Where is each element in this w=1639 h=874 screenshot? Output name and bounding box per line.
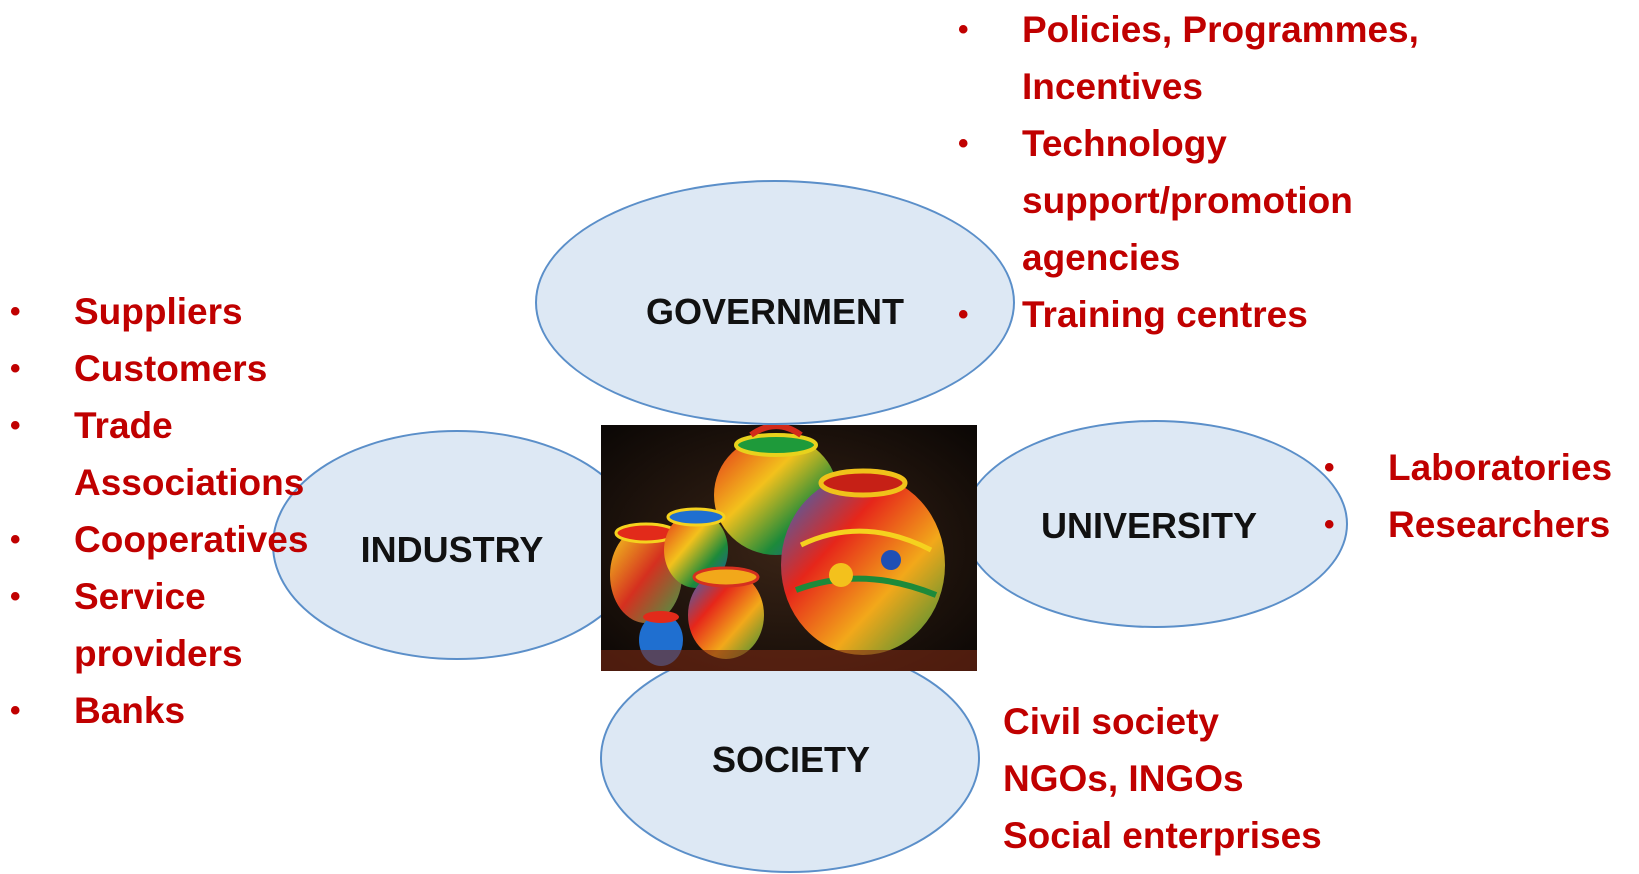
industry-list: •Suppliers •Customers •Trade Association… [6,283,366,739]
industry-list-item: •Cooperatives [6,511,366,568]
university-list-item: •Researchers [1320,496,1639,553]
industry-list-item: •Banks [6,682,366,739]
government-list: •Policies, Programmes, Incentives •Techn… [954,1,1474,343]
bullet-icon: • [1324,451,1335,484]
society-list-item: Social enterprises [1003,815,1322,856]
industry-list-item-continuation: providers [74,633,243,674]
university-list: •Laboratories •Researchers [1320,439,1639,553]
industry-node-label: INDUSTRY [360,529,544,570]
government-list-item: •Technology [954,115,1474,172]
society-node-label: SOCIETY [711,739,871,780]
bullet-icon: • [958,298,969,331]
government-list-item: •Training centres [954,286,1474,343]
society-ellipse [600,643,980,873]
bullet-icon: • [10,409,21,442]
government-ellipse [535,180,1015,425]
society-list-item: NGOs, INGOs [1003,758,1244,799]
industry-ellipse [272,430,642,660]
bullet-icon: • [1324,508,1335,541]
industry-list-item: •Customers [6,340,366,397]
bullet-icon: • [10,352,21,385]
bullet-icon: • [10,295,21,328]
government-list-item-continuation: support/promotion [1022,180,1353,221]
bullet-icon: • [958,127,969,160]
bullet-icon: • [10,523,21,556]
government-node-label: GOVERNMENT [645,291,905,332]
industry-list-item: •Suppliers [6,283,366,340]
industry-list-item: •Trade [6,397,366,454]
bullet-icon: • [958,13,969,46]
bullet-icon: • [10,694,21,727]
university-node-label: UNIVERSITY [1040,505,1258,546]
university-list-item: •Laboratories [1320,439,1639,496]
painted-pots-image [601,425,977,671]
industry-list-item-continuation: Associations [74,462,305,503]
government-list-item-continuation: Incentives [1022,66,1203,107]
industry-list-item: •Service [6,568,366,625]
society-list: Civil society NGOs, INGOs Social enterpr… [1003,693,1423,864]
bullet-icon: • [10,580,21,613]
government-list-item: •Policies, Programmes, [954,1,1474,58]
university-ellipse [962,420,1348,628]
society-list-item: Civil society [1003,701,1219,742]
government-list-item-continuation: agencies [1022,237,1181,278]
